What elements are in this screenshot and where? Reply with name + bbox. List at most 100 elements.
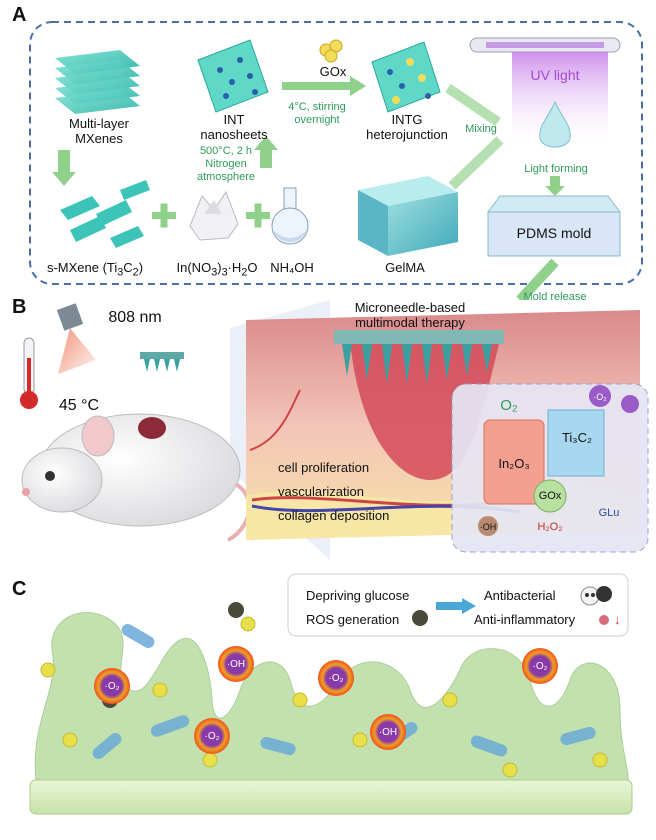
superoxide-burst-3 <box>522 648 558 684</box>
effect-vascularization: vascularization <box>278 484 364 499</box>
ros-label-3: ·O₂ <box>328 673 344 684</box>
mold-release-label: Mold release <box>523 291 587 303</box>
superoxide-burst-1 <box>94 668 130 704</box>
gox-molecule-icon <box>319 39 343 63</box>
thermometer-icon <box>20 337 38 409</box>
substrate-slab <box>29 779 633 815</box>
droplet-icon <box>539 100 571 148</box>
in-o: O <box>247 260 258 275</box>
arrow-mold-release <box>516 258 559 300</box>
gox-sphere-label: GOx <box>538 490 562 502</box>
int-label: INT <box>223 112 245 127</box>
superoxide-sphere-2 <box>621 395 639 413</box>
s-mxene-label: s-MXene (Ti3C2) <box>30 260 160 281</box>
in2o3-label: In₂O₃ <box>498 456 530 471</box>
superoxide-sphere-1 <box>589 385 611 407</box>
condition1-line2: Nitrogen <box>205 158 247 170</box>
skull-icon <box>580 586 612 606</box>
s-mxene-sub-2: 2 <box>132 266 139 279</box>
light-forming-label: Light forming <box>524 163 588 175</box>
ros-bursts <box>94 646 558 754</box>
superoxide-label-b: ·O₂ <box>593 392 607 402</box>
panel-a-letter: A <box>12 4 27 26</box>
condition1-line3: atmosphere <box>196 171 256 183</box>
intg-heterojunction-icon <box>371 41 441 113</box>
decrease-arrow: ↓ <box>614 612 621 627</box>
superoxide-burst-4 <box>194 718 230 754</box>
effect-cell-proliferation: cell proliferation <box>278 460 370 475</box>
in-sub-b: 3 <box>221 266 228 279</box>
inflammation-sphere <box>599 615 609 625</box>
gox-sphere <box>533 479 567 513</box>
condition2-line1: 4°C, stirring <box>288 101 346 113</box>
ros-label-4: ·O₂ <box>532 661 548 672</box>
ros-label-2: ·OH <box>226 659 246 670</box>
condition2-line2: overnight <box>294 114 340 126</box>
s-mxene-end: ) <box>138 260 144 275</box>
multilayer-mxene-icon <box>55 50 140 114</box>
intg-label: INTG <box>391 112 423 127</box>
nh4oh-label: NH₄OH <box>270 260 314 275</box>
multilayer-label: Multi-layer <box>69 116 129 131</box>
in-water: ·H <box>227 260 242 275</box>
in2o3-block <box>483 419 545 505</box>
s-mxene-text: s-MXene (Ti <box>46 260 118 275</box>
s-mxene-sub-3: 3 <box>117 266 124 279</box>
panel-a-graphics <box>29 21 643 300</box>
effect-antibacterial: Antibacterial <box>484 588 556 603</box>
intg-heterojunction-label: heterojunction <box>366 127 448 142</box>
mixing-label: Mixing <box>465 123 497 135</box>
indium-nitrate-label: In(NO3)3·H2O <box>162 260 272 281</box>
cause-ros-generation: ROS generation <box>306 612 400 627</box>
ti3c2-block <box>547 409 605 477</box>
temperature-label: 45 °C <box>58 397 100 414</box>
hydroxyl-burst-1 <box>218 646 254 682</box>
therapy-title-line1: Microneedle-based <box>354 300 466 315</box>
therapy-title-line2: multimodal therapy <box>355 315 465 330</box>
cause-depriving-glucose: Depriving glucose <box>306 588 410 603</box>
flask-icon <box>271 187 309 245</box>
s-mxene-flakes-icon <box>60 180 150 248</box>
h2o2-label: H₂O₂ <box>537 521 563 533</box>
panel-c-graphics <box>29 573 633 815</box>
in-paren: ) <box>217 260 222 275</box>
ti3c2-label: Ti₃C₂ <box>561 430 593 445</box>
mxenes-label: MXenes <box>75 131 123 146</box>
microneedle-patch-small-icon <box>140 352 184 372</box>
in-sub-c: 2 <box>241 266 248 279</box>
s-mxene-c: C <box>123 260 133 275</box>
superoxide-burst-2 <box>318 660 354 696</box>
mouse-illustration <box>21 413 252 542</box>
arrow-intg-to-mixing <box>445 83 501 127</box>
gox-label: GOx <box>319 64 347 79</box>
ros-label-5: ·O₂ <box>204 731 220 742</box>
panel-b-letter: B <box>12 296 27 318</box>
panel-c-letter: C <box>12 578 27 600</box>
bacteria-rods <box>92 624 596 760</box>
microneedle-patch-icon <box>334 330 504 384</box>
cocci-yellow <box>40 616 608 778</box>
gelma-label: GelMA <box>385 260 425 275</box>
effect-anti-inflammatory: Anti-inflammatory <box>474 612 576 627</box>
panel-a-frame <box>29 21 643 285</box>
int-nanosheet-icon <box>197 39 269 113</box>
hydroxyl-label-b: ·OH <box>479 522 497 532</box>
pdms-mold-icon <box>487 195 621 257</box>
int-nanosheets-label: nanosheets <box>200 127 268 142</box>
hydroxyl-sphere <box>478 516 498 536</box>
pdms-mold-label: PDMS mold <box>516 225 592 241</box>
ros-label-1: ·O₂ <box>104 681 120 692</box>
arrow-gelma-to-mixing <box>448 136 504 190</box>
gelma-cube-icon <box>358 176 458 256</box>
indium-nitrate-crystal-icon <box>189 190 239 241</box>
panel-b-graphics <box>20 300 649 560</box>
o2-label: O₂ <box>500 397 518 414</box>
condition1-line1: 500°C, 2 h <box>199 145 253 157</box>
in-sub-a: 3 <box>211 266 218 279</box>
plus-icon <box>152 203 270 228</box>
hydroxyl-burst-2 <box>370 714 406 750</box>
wound-mark <box>138 417 166 439</box>
laser-icon <box>56 303 96 374</box>
wavelength-label: 808 nm <box>108 309 162 326</box>
uv-light-label: UV light <box>530 67 580 83</box>
